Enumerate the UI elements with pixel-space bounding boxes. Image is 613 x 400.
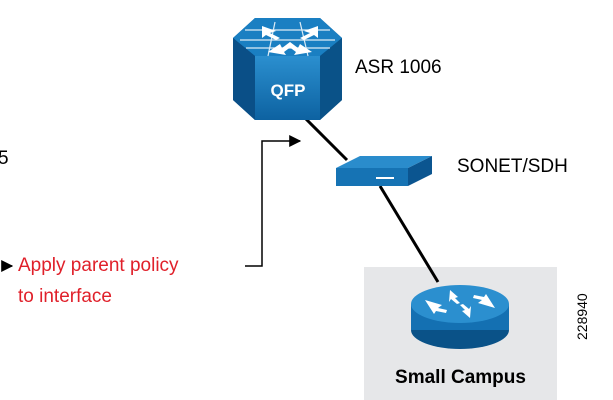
campus-router-icon	[411, 285, 509, 349]
qfp-label: QFP	[271, 81, 306, 100]
sonet-sdh-label: SONET/SDH	[457, 156, 568, 177]
annotation-line-1: Apply parent policy	[18, 255, 179, 276]
left-edge-fragment-text: 5	[0, 148, 9, 169]
annotation-connector	[245, 135, 302, 267]
figure-id-label: 228940	[574, 293, 590, 340]
sonet-sdh-device-icon	[336, 156, 432, 186]
router-to-sonet-link	[298, 111, 349, 162]
asr-1006-label: ASR 1006	[355, 57, 442, 78]
sonet-to-campus-link	[378, 185, 440, 283]
annotation-line-2: to interface	[18, 286, 112, 307]
small-campus-label: Small Campus	[395, 367, 526, 388]
asr-router-icon: QFP	[233, 18, 342, 120]
